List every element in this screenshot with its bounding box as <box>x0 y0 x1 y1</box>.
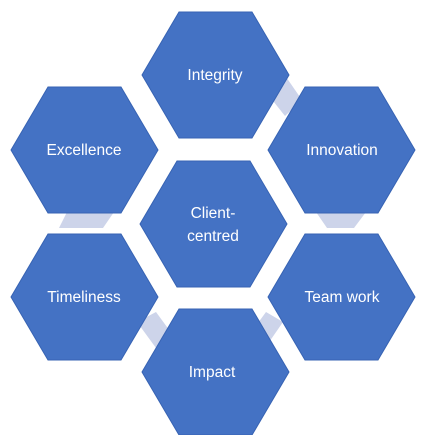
connector-timeliness-excellence <box>59 212 114 228</box>
hexagon-client-centred-label-line2: centred <box>187 228 239 245</box>
hexagon-integrity-shape <box>141 11 290 139</box>
hexagon-innovation: Innovation <box>267 86 416 214</box>
hexagon-client-centred-shape <box>139 160 288 288</box>
hexagon-impact-shape <box>141 308 290 435</box>
hexagon-excellence-shape <box>10 86 159 214</box>
hexagon-integrity-label: Integrity <box>187 67 242 84</box>
hexagon-client-centred: Client- centred <box>139 160 288 288</box>
hexagon-integrity: Integrity <box>141 11 290 139</box>
hexagon-team-work: Team work <box>267 233 416 361</box>
hexagon-team-work-shape <box>267 233 416 361</box>
hexagon-innovation-shape <box>267 86 416 214</box>
hexagon-impact-label: Impact <box>189 364 236 381</box>
hexagon-timeliness-shape <box>10 233 159 361</box>
hexagon-impact: Impact <box>141 308 290 435</box>
hexagon-excellence: Excellence <box>10 86 159 214</box>
hexagon-innovation-label: Innovation <box>306 142 378 159</box>
hexagon-team-work-label: Team work <box>305 289 380 306</box>
hexagon-client-centred-label-line1: Client- <box>191 205 236 222</box>
hexagon-excellence-label: Excellence <box>47 142 122 159</box>
hexagon-timeliness-label: Timeliness <box>47 289 121 306</box>
connector-innovation-teamwork <box>316 212 366 228</box>
hexagon-timeliness: Timeliness <box>10 233 159 361</box>
